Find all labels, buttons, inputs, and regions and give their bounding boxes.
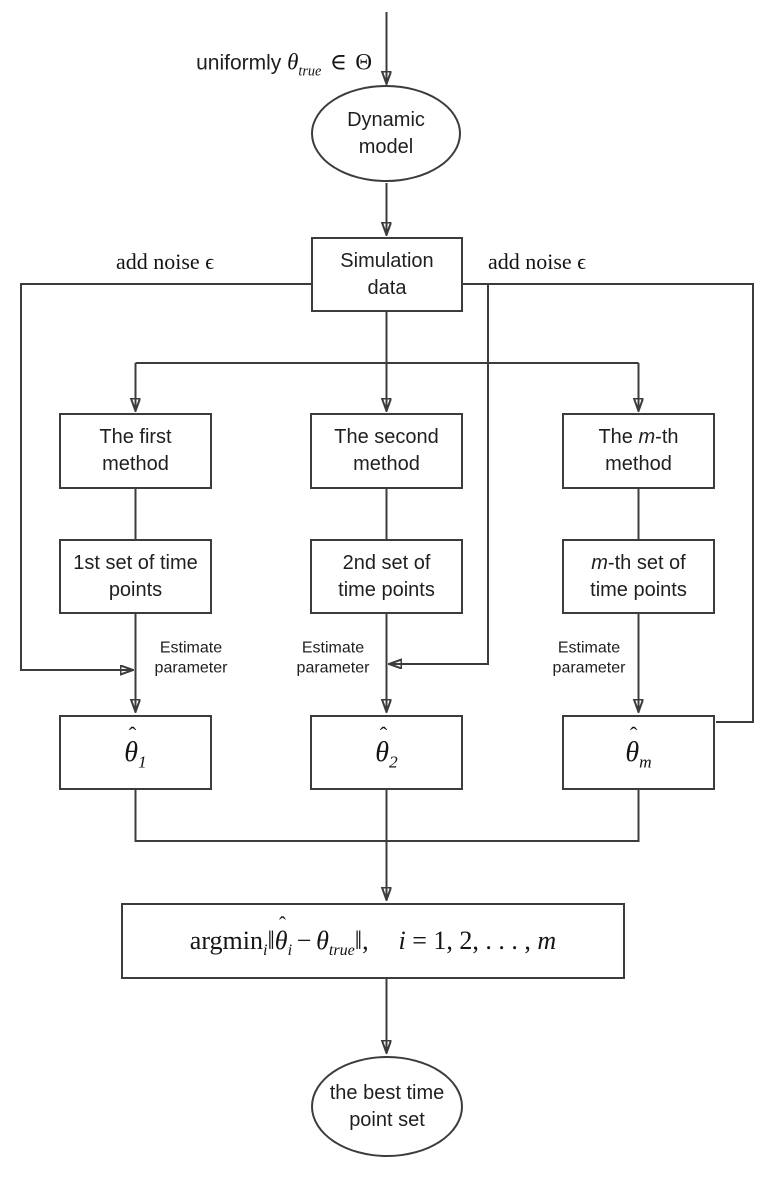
connector-converge-left <box>134 790 387 842</box>
theta-true-symbol: θ <box>287 49 299 75</box>
big-theta-symbol: Θ <box>355 49 372 75</box>
hat-accent: ˆ <box>278 912 286 936</box>
norm-close: ‖, <box>354 925 369 955</box>
hat-accent: ˆ <box>629 722 638 748</box>
epsilon-symbol: ϵ <box>577 249 587 274</box>
simulation-data-node: Simulation data <box>311 237 463 312</box>
dynamic-model-node: Dynamic model <box>311 85 461 182</box>
connector-converge-right <box>386 790 640 842</box>
norm-open: ‖ <box>267 925 275 955</box>
timepoints-2-node: 2nd set of time points <box>310 539 463 614</box>
hat-accent: ˆ <box>379 722 388 748</box>
timepoints-1-node: 1st set of time points <box>59 539 212 614</box>
connector-noise-left <box>20 283 311 670</box>
method-m-node: The m-th method <box>562 413 715 489</box>
hat-accent: ˆ <box>128 722 137 748</box>
element-of-symbol: ∈ <box>329 49 347 75</box>
timepoints-m-node: m-th set of time points <box>562 539 715 614</box>
uniform-word: uniformly <box>196 51 282 75</box>
add-noise-left-label: add noise ϵ <box>115 249 215 274</box>
add-noise-right-label: add noise ϵ <box>487 249 587 274</box>
epsilon-symbol: ϵ <box>205 249 215 274</box>
method-1-node: The first method <box>59 413 212 489</box>
connector-noise-right-outer <box>463 283 754 723</box>
minus-symbol: − <box>296 925 312 955</box>
connector-noise-right-inner <box>389 284 489 664</box>
method-2-node: The second method <box>310 413 463 489</box>
best-timepoints-node: the best time point set <box>311 1056 463 1157</box>
